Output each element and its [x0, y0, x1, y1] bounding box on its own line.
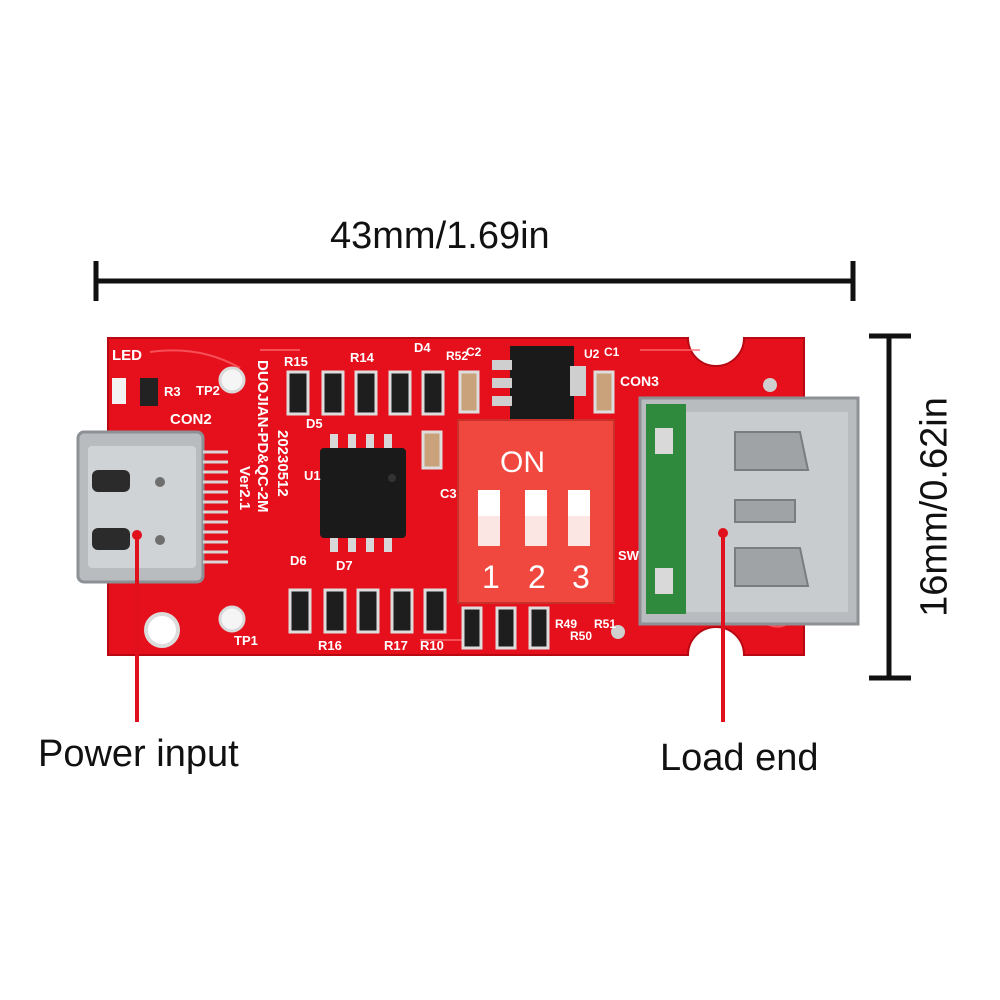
silk-r16: R16: [318, 638, 342, 653]
silk-model: DUOJIAN-PD&QC-2M: [254, 360, 271, 513]
silk-r50: R50: [570, 629, 592, 643]
switch-3-label: 3: [572, 559, 590, 595]
silk-d4: D4: [414, 340, 431, 355]
smd-components: [112, 370, 615, 650]
silk-u2: U2: [584, 347, 600, 361]
switch-1-label: 1: [482, 559, 500, 595]
callout-lines: [132, 528, 728, 722]
silk-r52: R52: [446, 349, 468, 363]
silk-c3: C3: [440, 486, 457, 501]
switch-on-label: ON: [500, 446, 545, 479]
regulator-u2: [492, 346, 586, 420]
usb-c-connector: [76, 430, 228, 584]
silk-sw: SW: [618, 548, 640, 563]
silk-r14: R14: [350, 350, 375, 365]
dip-switch: [457, 419, 615, 604]
power-input-label: Power input: [38, 733, 239, 775]
silk-version: Ver2.1: [236, 466, 253, 510]
silk-r3: R3: [164, 384, 181, 399]
silk-c2: C2: [466, 345, 482, 359]
pcb-board: [107, 337, 805, 656]
silkscreen: LED R3 TP2 CON2 R15 R14 D4 R52 C2 U2 C1 …: [112, 340, 659, 653]
silk-r51: R51: [594, 617, 616, 631]
silk-con3: CON3: [620, 373, 659, 389]
silk-c1: C1: [604, 345, 620, 359]
silk-r15: R15: [284, 354, 308, 369]
height-dimension-line: [869, 333, 911, 681]
switch-2-label: 2: [528, 559, 546, 595]
silk-r49: R49: [555, 617, 577, 631]
silk-d7: D7: [336, 558, 353, 573]
silk-r17: R17: [384, 638, 408, 653]
width-dimension-line: [93, 261, 856, 301]
silk-led: LED: [112, 347, 142, 364]
silk-tp1: TP1: [234, 633, 258, 648]
silk-tp2: TP2: [196, 383, 220, 398]
silk-con2: CON2: [170, 411, 212, 428]
silk-d6: D6: [290, 553, 307, 568]
ic-chip-u1: [320, 434, 406, 552]
usb-a-connector: [638, 396, 860, 626]
silk-r10: R10: [420, 638, 444, 653]
width-label: 43mm/1.69in: [330, 215, 550, 257]
height-label: 16mm/0.62in: [913, 397, 956, 617]
silk-date: 20230512: [274, 430, 291, 497]
silk-u1: U1: [304, 468, 321, 483]
load-end-label: Load end: [660, 737, 819, 779]
silk-d5: D5: [306, 416, 323, 431]
